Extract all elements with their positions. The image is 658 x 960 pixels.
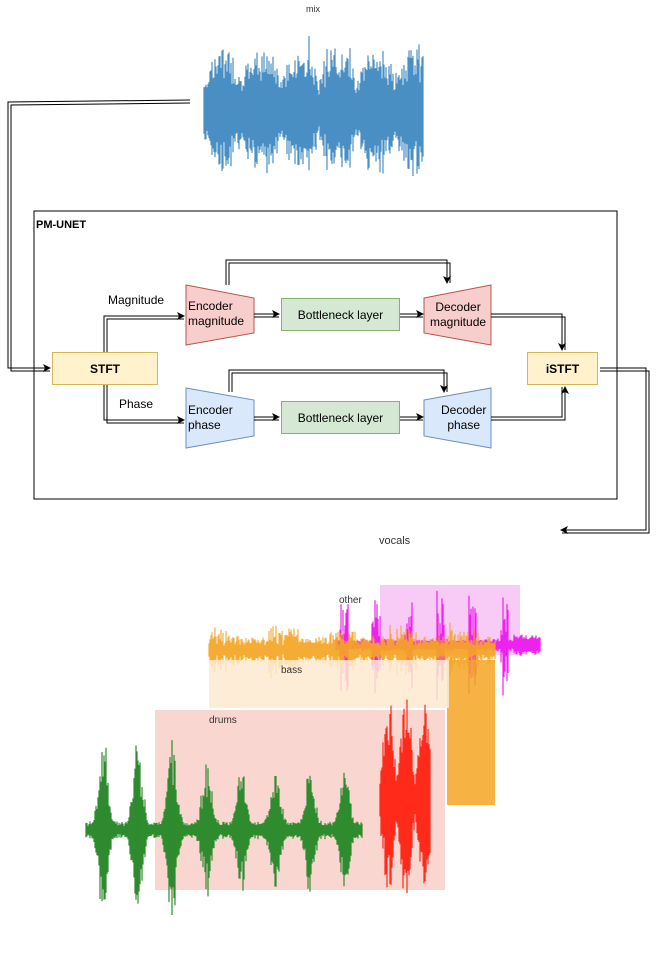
- vocals-label: vocals: [379, 535, 411, 547]
- drums-label: drums: [209, 715, 237, 726]
- skip-connection-magnitude: [225, 259, 451, 285]
- decoder-phase-to-istft-arrow: [491, 386, 569, 421]
- bass-background: [209, 660, 449, 708]
- other-tail-block: [447, 660, 495, 805]
- mix-label: mix: [306, 4, 320, 14]
- magnitude-label: Magnitude: [108, 293, 165, 307]
- encoder-phase-label: Encoder phase: [188, 403, 233, 432]
- pmunet-frame: [33, 210, 618, 500]
- mix-to-stft-arrow: [7, 99, 191, 372]
- decoder-phase-shape: [423, 387, 492, 449]
- decoder-magnitude-shape: [423, 284, 492, 346]
- connectors: [7, 99, 650, 534]
- pmunet-title: PM-UNET: [36, 219, 87, 231]
- stft-to-encoder-phase-arrow: [103, 385, 185, 424]
- decoder-phase-label: Decoder phase: [441, 403, 487, 432]
- mix-waveform: [203, 36, 424, 177]
- bottleneck-layer-top: Bottleneck layer: [281, 298, 400, 331]
- bass-label: bass: [281, 665, 303, 676]
- waveform-layer: [85, 36, 541, 915]
- istft-to-stems-arrow: [560, 367, 647, 534]
- istft-block: iSTFT: [527, 352, 598, 385]
- decoder-magnitude-label: Decoder magnitude: [430, 300, 487, 329]
- skip-connection-phase: [228, 369, 448, 393]
- encoder-phase-shape: [185, 387, 255, 449]
- bottleneck-layer-bottom: Bottleneck layer: [281, 401, 400, 434]
- bass-waveform: [379, 699, 431, 894]
- stft-to-encoder-magnitude-arrow: [103, 312, 185, 352]
- decoder-magnitude-to-istft-arrow: [491, 313, 566, 351]
- drums-waveform: [85, 740, 363, 915]
- encoder-magnitude-label: Encoder magnitude: [188, 299, 245, 328]
- encoder-magnitude-shape: [185, 284, 255, 346]
- other-label: other: [339, 595, 362, 606]
- phase-label: Phase: [119, 397, 154, 411]
- stft-block: STFT: [52, 352, 158, 385]
